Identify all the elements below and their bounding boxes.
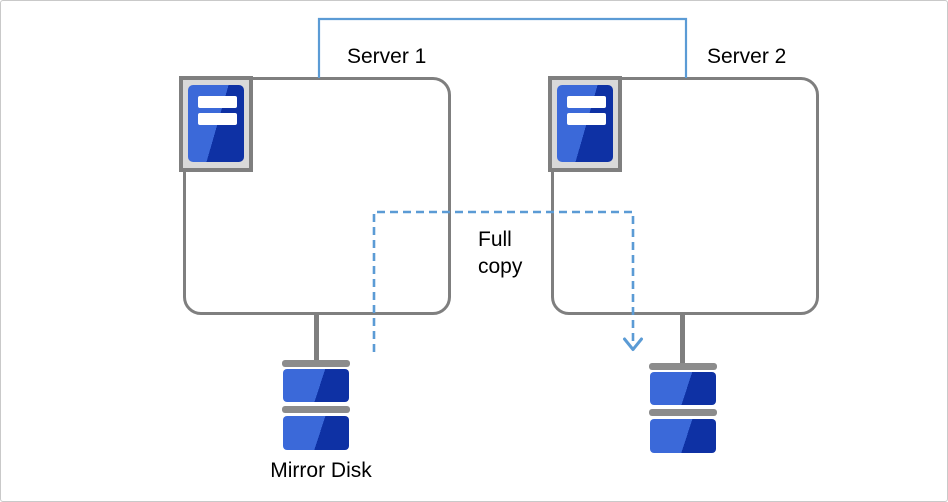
drive-slot-icon bbox=[198, 113, 237, 125]
server2-label: Server 2 bbox=[707, 45, 787, 68]
drive-slot-icon bbox=[567, 113, 606, 125]
disk-cap-icon bbox=[282, 406, 350, 413]
mirror-disk-label: Mirror Disk bbox=[270, 459, 372, 482]
drive-slot-icon bbox=[567, 96, 606, 108]
drive-slot-icon bbox=[198, 96, 237, 108]
mirror-disk-server1 bbox=[282, 360, 350, 450]
disk-cap-icon bbox=[649, 409, 717, 416]
disk-cap-icon bbox=[649, 363, 717, 370]
full-copy-label: Full copy bbox=[478, 228, 523, 278]
disk-platter-icon bbox=[283, 369, 349, 402]
server-tower-icon bbox=[188, 85, 244, 162]
disk-platter-icon bbox=[283, 416, 349, 450]
server2-icon bbox=[548, 76, 622, 172]
disk-platter-icon bbox=[650, 419, 716, 453]
disk-platter-icon bbox=[650, 372, 716, 405]
server1-label: Server 1 bbox=[347, 45, 427, 68]
disk-cap-icon bbox=[282, 360, 350, 367]
full-copy-arrowhead-icon bbox=[623, 337, 643, 351]
mirror-disk-server2 bbox=[649, 363, 717, 453]
server-tower-icon bbox=[557, 85, 613, 162]
server2-box bbox=[551, 77, 819, 315]
server1-icon bbox=[179, 76, 253, 172]
